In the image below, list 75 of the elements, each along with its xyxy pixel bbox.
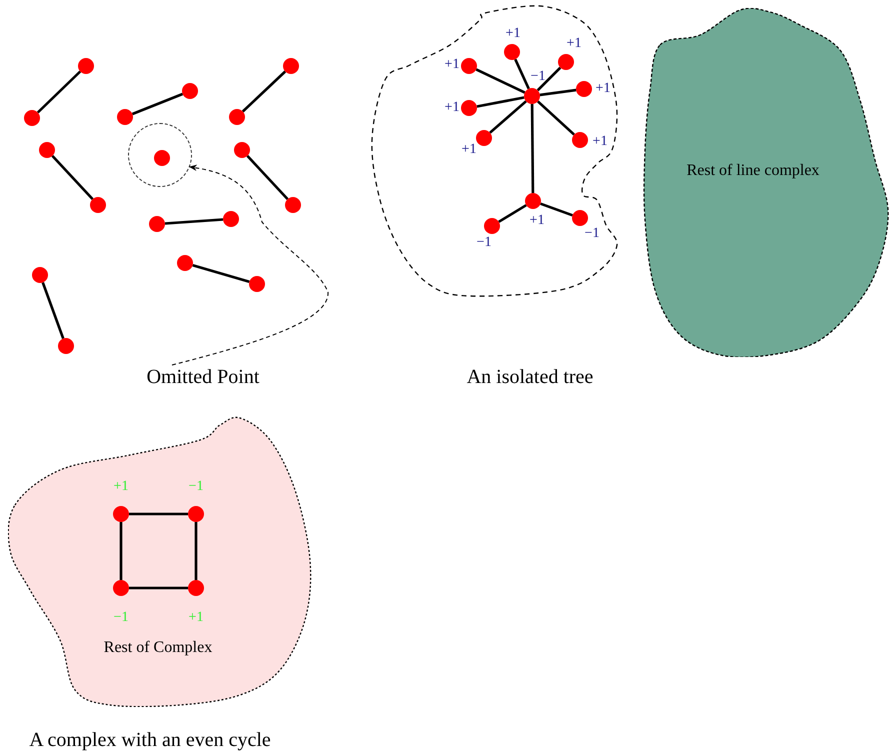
edge-line — [530, 104, 534, 194]
vertex-dot — [572, 132, 588, 148]
region-label: Rest of line complex — [686, 163, 820, 179]
vertex-dot — [223, 211, 239, 227]
vertex-dot — [58, 338, 74, 354]
region-blob — [8, 416, 312, 707]
edge-line — [246, 155, 289, 200]
weight-label: −1 — [188, 480, 204, 494]
weight-label: +1 — [596, 82, 610, 96]
vertex-dot — [476, 130, 492, 146]
vertex-dot — [572, 210, 588, 226]
vertex-dot — [285, 197, 301, 213]
vertex-dot — [182, 83, 198, 99]
vertex-dot — [39, 142, 55, 158]
edge-line — [129, 512, 188, 516]
vertex-dot — [504, 44, 520, 60]
edge-line — [192, 264, 250, 284]
edge-line — [540, 202, 573, 217]
vertex-dot — [229, 109, 245, 125]
vertex-dot — [461, 100, 477, 116]
weight-label: +1 — [462, 143, 476, 157]
vertex-dot — [461, 58, 477, 74]
edge-line — [540, 88, 576, 96]
vertex-dot — [78, 58, 94, 74]
vertex-dot — [149, 216, 165, 232]
vertex-dot — [484, 218, 500, 234]
weight-label: +1 — [444, 58, 460, 72]
weight-label: +1 — [114, 480, 128, 494]
edge-line — [164, 218, 224, 225]
vertex-dot — [177, 255, 193, 271]
edge-line — [498, 204, 527, 223]
region-blob — [643, 8, 889, 357]
leader-line — [172, 164, 328, 366]
edge-line — [489, 100, 527, 134]
edge-line — [242, 70, 286, 112]
edge-line — [120, 522, 122, 580]
edge-line — [36, 70, 82, 114]
vertex-dot — [283, 58, 299, 74]
weight-label: +1 — [592, 135, 608, 149]
weight-label: +1 — [566, 37, 582, 51]
edge-line — [476, 96, 524, 108]
vertex-dot — [90, 197, 106, 213]
caption-text: Omitted Point — [146, 367, 260, 387]
vertex-dot — [24, 110, 40, 126]
vertex-dot — [249, 276, 265, 292]
vertex-dot — [576, 81, 592, 97]
vertex-dot — [117, 109, 133, 125]
dashed-circle — [128, 123, 192, 187]
weight-label: −1 — [476, 236, 492, 250]
weight-label: −1 — [584, 227, 600, 241]
edge-line — [194, 522, 198, 580]
vertex-dot — [525, 193, 541, 209]
edge-line — [129, 586, 188, 590]
dashed-outline-blob — [370, 4, 619, 298]
weight-label: +1 — [444, 101, 460, 115]
edge-line — [42, 282, 64, 339]
edge-line — [476, 68, 526, 94]
edge-line — [514, 58, 530, 90]
edge-line — [537, 100, 575, 136]
weight-label: +1 — [188, 611, 204, 625]
edge-line — [51, 155, 94, 200]
vertex-dot — [234, 142, 250, 158]
edge-line — [132, 92, 184, 116]
weight-label: +1 — [530, 214, 544, 228]
caption-text: An isolated tree — [466, 367, 594, 387]
caption-text: A complex with an even cycle — [29, 730, 271, 750]
vertex-dot — [524, 88, 540, 104]
weight-label: +1 — [506, 27, 520, 41]
weight-label: −1 — [114, 611, 128, 625]
region-label: Rest of Complex — [104, 640, 212, 656]
weight-label: −1 — [530, 70, 546, 84]
vertex-dot — [32, 267, 48, 283]
edge-line — [536, 66, 562, 92]
vertex-dot — [154, 150, 170, 166]
vertex-dot — [558, 54, 574, 70]
